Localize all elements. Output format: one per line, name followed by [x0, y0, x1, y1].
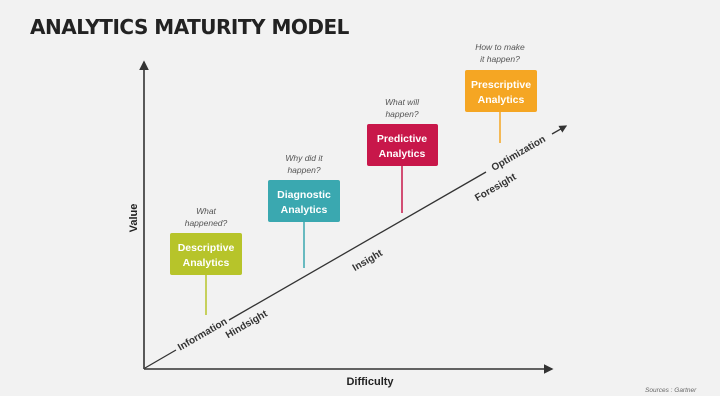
stage-prescriptive: How to make it happen? Prescriptive Anal… — [465, 42, 537, 143]
stage-box — [465, 70, 537, 112]
stage-question: happen? — [385, 109, 418, 119]
stage-name: Analytics — [478, 94, 525, 106]
stage-descriptive: What happened? Descriptive Analytics — [170, 206, 242, 315]
page-title: ANALYTICS MATURITY MODEL — [30, 15, 350, 39]
label-optimization: Optimization — [490, 134, 548, 174]
stage-name: Analytics — [183, 257, 230, 269]
source-note: Sources : Gartner — [645, 387, 697, 394]
stage-question: What — [196, 206, 216, 216]
stage-name: Diagnostic — [277, 189, 331, 201]
stage-question: What will — [385, 97, 420, 107]
stage-name: Prescriptive — [471, 79, 531, 91]
label-foresight: Foresight — [473, 171, 519, 204]
stage-name: Descriptive — [178, 242, 235, 254]
stage-box — [268, 180, 340, 222]
stage-question: How to make — [475, 42, 525, 52]
maturity-line-start — [144, 349, 177, 369]
stage-question: happened? — [185, 218, 228, 228]
stage-diagnostic: Why did it happen? Diagnostic Analytics — [268, 153, 340, 268]
y-axis-label: Value — [128, 204, 140, 233]
label-information: Information — [176, 316, 229, 353]
stage-question: it happen? — [480, 54, 520, 64]
maturity-line-end — [551, 125, 568, 135]
stage-box — [367, 124, 438, 166]
stage-question: Why did it — [285, 153, 323, 163]
label-hindsight: Hindsight — [224, 308, 270, 341]
stage-question: happen? — [287, 165, 320, 175]
stage-predictive: What will happen? Predictive Analytics — [367, 97, 438, 213]
bottom-strip — [0, 396, 720, 404]
maturity-line-main — [228, 171, 487, 321]
stage-box — [170, 233, 242, 275]
x-axis-label: Difficulty — [346, 376, 394, 388]
stage-name: Analytics — [281, 204, 328, 216]
stage-name: Analytics — [379, 148, 426, 160]
label-insight: Insight — [351, 248, 385, 274]
stage-name: Predictive — [377, 133, 427, 145]
